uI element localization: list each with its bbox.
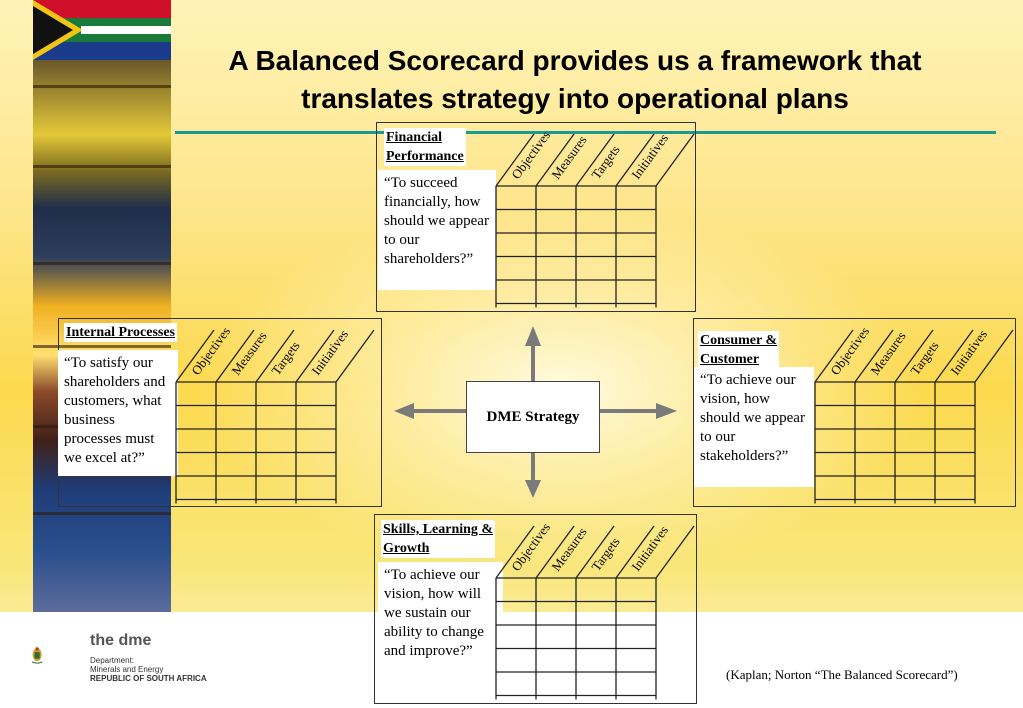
learning-label: Skills, Learning & Growth xyxy=(381,520,496,558)
arrow-left-head xyxy=(394,403,414,419)
financial-label-line-1: Financial xyxy=(386,130,443,145)
dme-strategy-box: DME Strategy xyxy=(466,381,600,453)
learning-panel xyxy=(374,514,697,704)
learning-quote: “To achieve our vision, how will we sust… xyxy=(378,562,503,702)
arrow-right-head xyxy=(656,403,677,419)
coat-of-arms-icon xyxy=(31,647,43,664)
photo-strip xyxy=(33,0,171,612)
customer-panel xyxy=(693,318,1016,507)
customer-label: Consumer & Customer xyxy=(698,331,780,369)
footer-band xyxy=(0,612,1023,708)
logo-name: the dme xyxy=(90,632,152,649)
column-header-objectives: Objectives xyxy=(508,128,553,182)
customer-label-line-1: Consumer & xyxy=(700,333,778,348)
financial-label-line-2: Performance xyxy=(386,149,464,164)
customer-label-line-2: Customer xyxy=(700,352,760,367)
internal-quote: “To satisfy our shareholders and custome… xyxy=(58,350,178,476)
column-header-objectives: Objectives xyxy=(827,324,872,378)
logo-dept-line-2: Minerals and Energy xyxy=(90,665,164,674)
financial-label: Financial Performance xyxy=(384,128,466,166)
page-title: A Balanced Scorecard provides us a frame… xyxy=(175,42,975,118)
arrow-up-head xyxy=(525,326,541,346)
financial-panel xyxy=(376,122,696,312)
title-line-1: A Balanced Scorecard provides us a frame… xyxy=(228,45,922,76)
logo-dept-line-3: REPUBLIC OF SOUTH AFRICA xyxy=(90,674,207,683)
internal-label: Internal Processes xyxy=(64,323,177,342)
title-line-2: translates strategy into operational pla… xyxy=(301,83,849,114)
citation: (Kaplan; Norton “The Balanced Scorecard”… xyxy=(726,667,958,682)
arrow-down-head xyxy=(525,480,541,498)
logo-dept-line-1: Department: xyxy=(90,656,135,665)
column-header-objectives: Objectives xyxy=(508,520,553,574)
learning-label-line-2: Growth xyxy=(383,541,430,556)
south-africa-flag-image xyxy=(33,0,171,60)
title-divider xyxy=(175,131,996,134)
column-header-objectives: Objectives xyxy=(188,324,233,378)
financial-quote: “To succeed financially, how should we a… xyxy=(378,170,496,290)
customer-quote: “To achieve our vision, how should we ap… xyxy=(694,367,814,487)
learning-label-line-1: Skills, Learning & xyxy=(383,522,494,537)
